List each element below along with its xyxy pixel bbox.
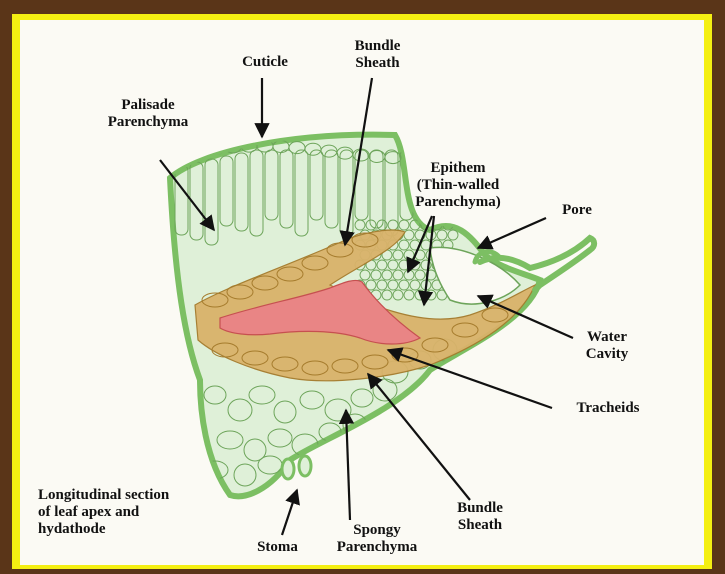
label-pore: Pore xyxy=(552,202,602,219)
arrow-bundle-sheath-bottom xyxy=(368,374,470,500)
label-cuticle: Cuticle xyxy=(225,54,305,71)
label-bundle-sheath-bottom: Bundle Sheath xyxy=(435,500,525,534)
arrow-pore xyxy=(478,218,546,248)
epidermal-cell xyxy=(177,146,193,158)
label-stoma: Stoma xyxy=(240,539,315,556)
arrow-stoma xyxy=(282,490,297,535)
label-epithem: Epithem (Thin-walled Parenchyma) xyxy=(398,160,518,211)
label-tracheids: Tracheids xyxy=(558,400,658,417)
label-bundle-sheath-top: Bundle Sheath xyxy=(340,38,415,72)
epidermal-cell xyxy=(193,144,209,156)
leaf-section xyxy=(170,135,594,497)
label-spongy-parenchyma: Spongy Parenchyma xyxy=(322,522,432,556)
label-palisade-parenchyma: Palisade Parenchyma xyxy=(93,97,203,131)
label-water-cavity: Water Cavity xyxy=(572,329,642,363)
caption-longitudinal-section: Longitudinal section of leaf apex and hy… xyxy=(38,487,208,538)
